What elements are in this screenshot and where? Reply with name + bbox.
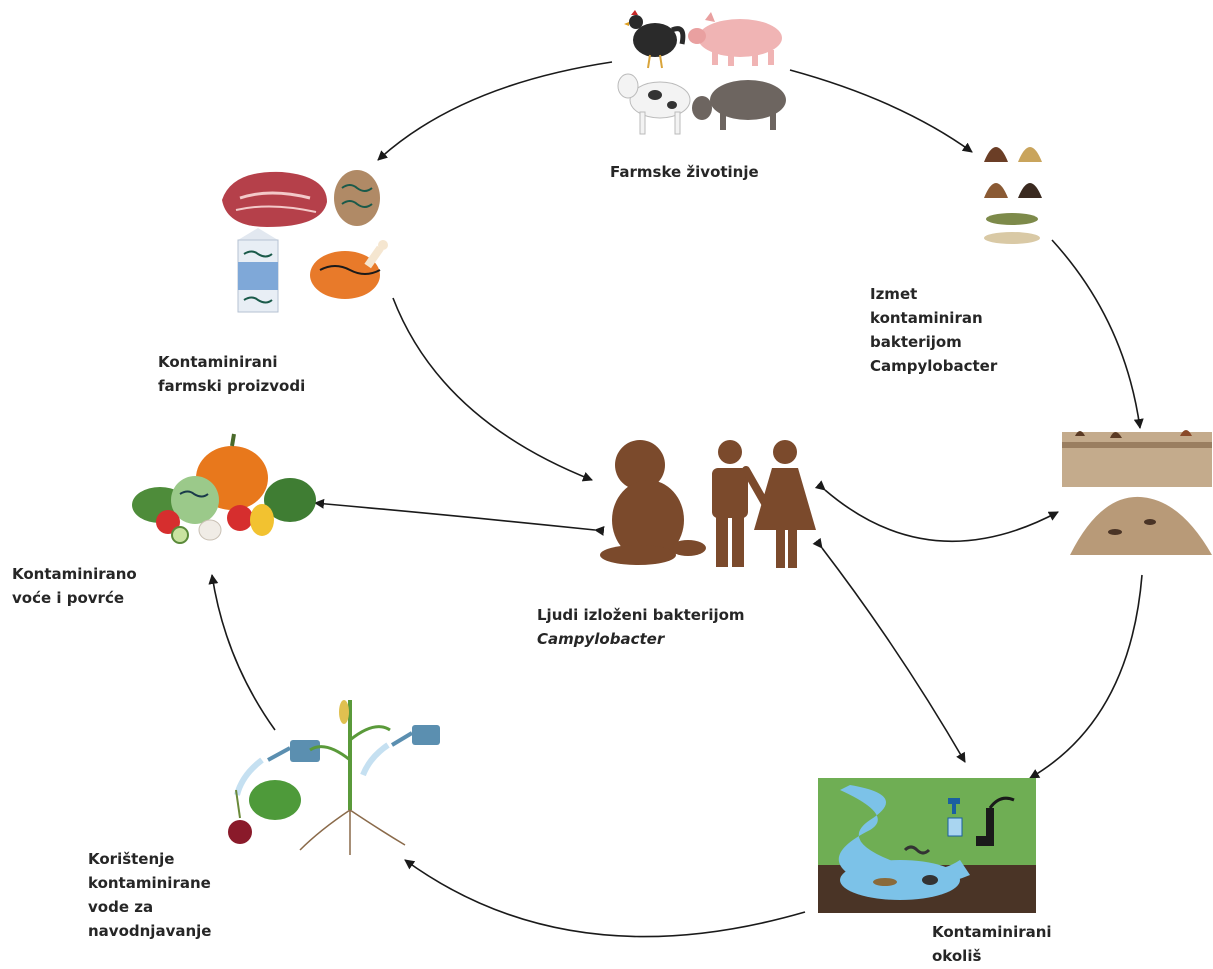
bacteria-icon: [903, 845, 931, 855]
cycle-arrows: [208, 61, 1144, 938]
label-line: Kontaminirano: [12, 565, 137, 583]
beet-icon: [228, 789, 252, 844]
corn-plant-icon: [299, 700, 406, 855]
manure-pile-icon: [1070, 496, 1212, 555]
tomato-icon: [156, 505, 253, 534]
garlic-icon: [198, 519, 222, 541]
label-line: okoliš: [932, 947, 982, 965]
fruits-vegetables-illustration: [132, 433, 316, 544]
watering-can-icon: [234, 740, 320, 796]
label-farm-animals: Farmske životinje: [610, 160, 759, 184]
label-line: Kontaminirani: [932, 923, 1052, 941]
milk-carton-icon: [237, 228, 279, 313]
water-pump-icon: [976, 796, 1015, 846]
baby-icon: [600, 440, 706, 565]
arrow-animals-to-products: [377, 61, 613, 161]
label-line-italic: Campylobacter: [537, 630, 665, 648]
label-fruits-vegetables: Kontaminirano voće i povrće: [12, 562, 137, 610]
man-icon: [712, 440, 770, 567]
cucumber-icon: [171, 526, 189, 544]
label-line: voće i povrće: [12, 589, 125, 607]
cabbage-icon: [171, 476, 219, 524]
label-feces: Izmet kontaminiran bakterijom Campylobac…: [870, 282, 997, 378]
arrow-humans-environment-double: [812, 537, 966, 763]
environment-illustration: [818, 778, 1036, 913]
label-line: vode za: [88, 898, 154, 916]
label-line: Campylobacter: [870, 357, 998, 375]
arrow-humans-soil-double: [814, 480, 1059, 543]
label-line: kontaminiran: [870, 309, 983, 327]
farm-products-illustration: [222, 170, 388, 313]
dropping-icon: [984, 183, 1008, 198]
pepper-icon: [250, 504, 274, 536]
dropping-icon: [1018, 183, 1042, 198]
watering-can-icon: [360, 725, 440, 777]
arrow-products-to-humans: [392, 297, 593, 482]
arrow-soil-to-environment: [1029, 574, 1143, 779]
lettuce-icon: [249, 780, 301, 820]
cow-icon: [692, 80, 786, 130]
farm-animals-illustration: [617, 10, 786, 135]
label-line: Farmske životinje: [610, 163, 759, 181]
pig-icon: [688, 12, 782, 66]
arrow-humans-veg-double: [314, 498, 605, 536]
label-irrigation: Korištenje kontaminirane vode za navodnj…: [88, 847, 211, 943]
label-farm-products: Kontaminirani farmski proizvodi: [158, 350, 305, 398]
label-humans: Ljudi izloženi bakterijom Campylobacter: [537, 603, 745, 651]
label-line: Izmet: [870, 285, 918, 303]
dropping-icon: [986, 213, 1038, 225]
arrow-environment-to-irrigation: [404, 859, 806, 938]
chicken-icon: [624, 10, 686, 69]
dropping-icon: [984, 232, 1040, 244]
label-line: Ljudi izloženi bakterijom: [537, 606, 745, 624]
label-line: navodnjavanje: [88, 922, 212, 940]
soil-illustration: [1062, 430, 1212, 555]
chicken-leg-icon: [310, 240, 388, 299]
label-environment: Kontaminirani okoliš: [932, 920, 1052, 968]
dropping-icon: [984, 147, 1008, 162]
feces-illustration: [984, 147, 1042, 244]
irrigation-illustration: [228, 700, 440, 855]
egg-icon: [334, 170, 380, 226]
meat-icon: [222, 171, 327, 227]
calf-icon: [617, 73, 691, 135]
label-line: Korištenje: [88, 850, 175, 868]
label-line: kontaminirane: [88, 874, 211, 892]
arrow-feces-to-soil: [1051, 239, 1144, 429]
label-line: farmski proizvodi: [158, 377, 306, 395]
woman-icon: [754, 440, 816, 568]
arrow-animals-to-feces: [789, 69, 973, 153]
soil-layer-icon: [1062, 432, 1212, 487]
arrow-irrigation-to-veg: [208, 574, 276, 731]
label-line: Kontaminirani: [158, 353, 278, 371]
dropping-icon: [1018, 147, 1042, 162]
water-tap-icon: [947, 798, 963, 837]
humans-illustration: [600, 440, 816, 568]
river-icon: [838, 785, 970, 888]
label-line: bakterijom: [870, 333, 962, 351]
